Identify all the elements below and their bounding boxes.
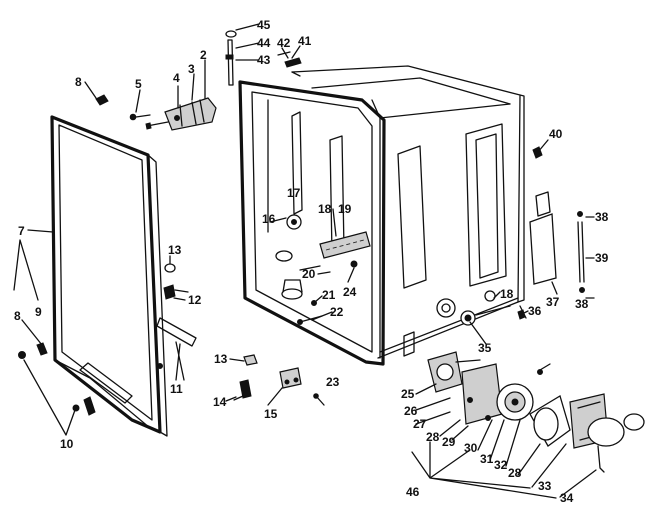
leader-lines	[13, 23, 597, 499]
callout-8-left: 8	[14, 309, 21, 323]
callout-31: 31	[480, 452, 494, 466]
callout-39: 39	[595, 251, 609, 265]
callout-10: 10	[60, 437, 74, 451]
callout-24: 24	[343, 285, 357, 299]
callout-34: 34	[560, 491, 574, 505]
callout-40: 40	[549, 127, 563, 141]
callout-32: 32	[494, 458, 508, 472]
inner-components	[275, 214, 371, 325]
hinge-assembly	[164, 97, 217, 131]
callout-4: 4	[173, 71, 180, 85]
callout-42: 42	[277, 36, 291, 50]
small-fastener-parts-left	[18, 342, 163, 416]
callout-19: 19	[338, 202, 352, 216]
callout-43: 43	[257, 53, 271, 67]
vertical-support-bar	[225, 30, 302, 86]
tub-front-frame	[238, 80, 386, 366]
inlet-and-fill-parts	[436, 290, 527, 326]
callout-30: 30	[464, 441, 478, 455]
callout-44: 44	[257, 36, 271, 50]
clip-8-top	[95, 94, 109, 106]
latch-parts-13-14-15	[233, 354, 302, 401]
callout-18-right: 18	[500, 287, 514, 301]
clip-38-39	[577, 211, 585, 293]
callout-38-lower: 38	[575, 297, 589, 311]
callout-35: 35	[478, 341, 492, 355]
callout-15: 15	[264, 407, 278, 421]
callout-13-lower: 13	[214, 352, 228, 366]
callout-41: 41	[298, 34, 312, 48]
callout-37: 37	[546, 295, 560, 309]
door-bracket-11	[156, 317, 197, 381]
callout-20: 20	[302, 267, 316, 281]
callout-36: 36	[528, 304, 542, 318]
callout-7: 7	[18, 224, 25, 238]
callout-12: 12	[188, 293, 202, 307]
callout-11: 11	[170, 382, 183, 396]
callout-18: 18	[318, 202, 332, 216]
hinge-pin-6	[145, 121, 169, 130]
callout-8-top: 8	[75, 75, 82, 89]
motor-pump-assembly	[427, 351, 645, 473]
hinge-screw-5	[129, 113, 151, 121]
callout-46: 46	[406, 485, 420, 499]
callout-27: 27	[413, 417, 427, 431]
callout-22: 22	[330, 305, 344, 319]
callout-25: 25	[401, 387, 415, 401]
latch-parts-12-13	[163, 263, 189, 300]
callout-5: 5	[135, 77, 142, 91]
callout-9: 9	[35, 305, 42, 319]
detergent-cover-37	[529, 191, 557, 285]
door-frame-corner-strip	[79, 362, 133, 404]
callout-16: 16	[262, 212, 276, 226]
callout-26: 26	[404, 404, 418, 418]
callout-labels: 45 44 43 42 41 2 3 4 5 8 7 9 8 10 13 12 …	[14, 18, 609, 505]
callout-28-right: 28	[508, 466, 522, 480]
callout-13-upper: 13	[168, 243, 182, 257]
callout-3: 3	[188, 62, 195, 76]
callout-17: 17	[287, 186, 301, 200]
callout-33: 33	[538, 479, 552, 493]
callout-21: 21	[322, 288, 336, 302]
callout-2: 2	[200, 48, 207, 62]
callout-28-left: 28	[426, 430, 440, 444]
callout-38-upper: 38	[595, 210, 609, 224]
callout-29: 29	[442, 435, 456, 449]
callout-23: 23	[326, 375, 340, 389]
screw-23	[313, 393, 325, 406]
callout-14: 14	[213, 395, 227, 409]
door-frame-gasket	[50, 115, 168, 437]
callout-45: 45	[257, 18, 271, 32]
